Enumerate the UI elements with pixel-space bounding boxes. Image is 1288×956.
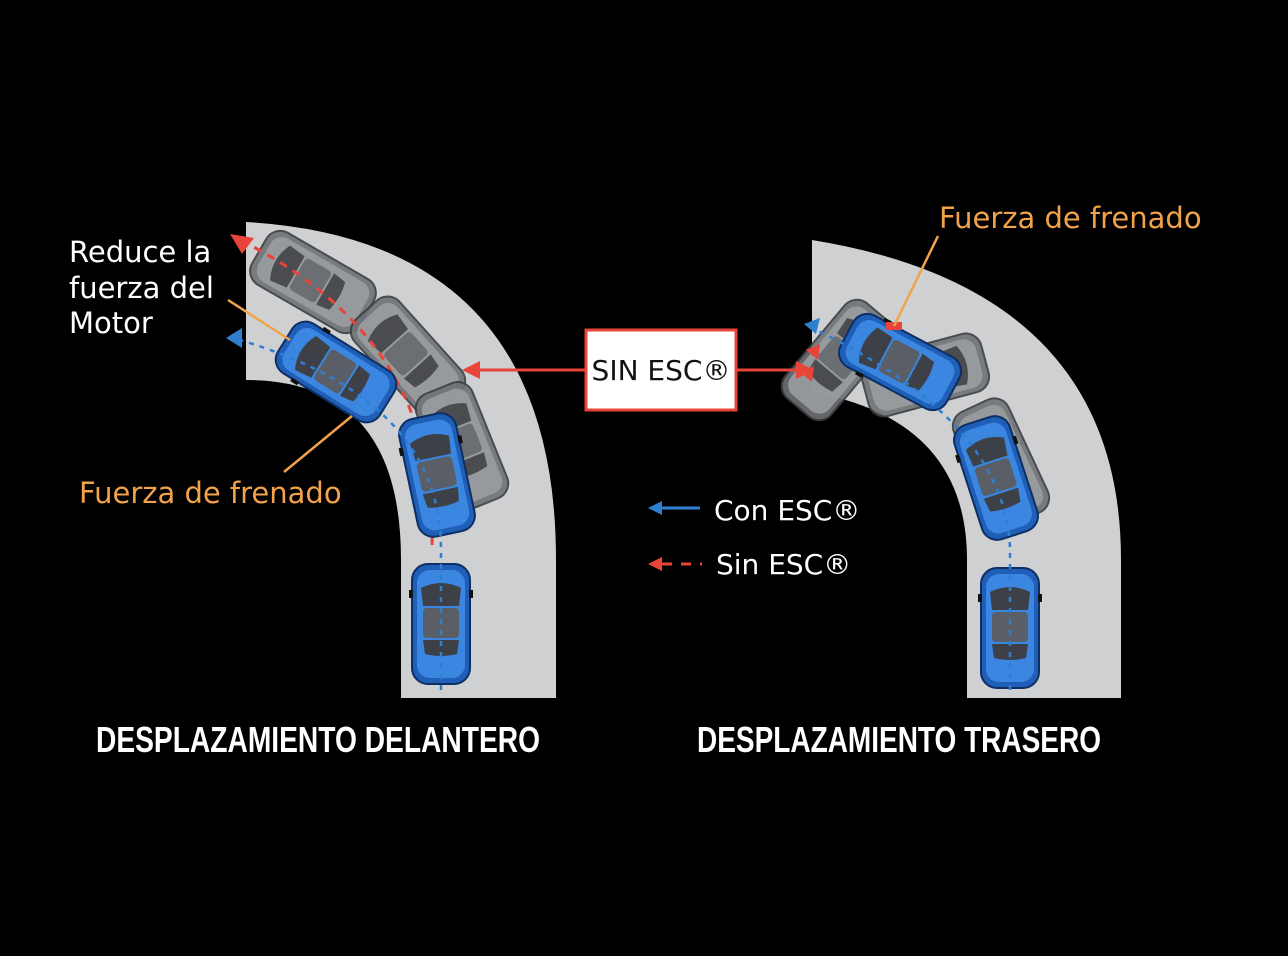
arrow-to-left-head bbox=[462, 361, 480, 379]
right-no-esc-arrowhead-1 bbox=[806, 344, 820, 360]
legend-esc-arrowhead bbox=[648, 501, 662, 515]
left-esc-path bbox=[239, 338, 443, 690]
sin-esc-box-label: SIN ESC® bbox=[592, 354, 731, 387]
braking-force-left-label: Fuerza de frenado bbox=[79, 476, 342, 510]
right-esc-path bbox=[811, 326, 1012, 690]
left-esc-arrowhead bbox=[226, 328, 242, 348]
leader-braking-right bbox=[892, 235, 940, 327]
legend-no-esc-arrowhead bbox=[648, 557, 662, 571]
right-esc-arrowhead bbox=[804, 318, 820, 334]
leader-reduce-motor bbox=[227, 298, 291, 342]
leader-braking-left bbox=[283, 415, 353, 473]
left-no-esc-path bbox=[239, 238, 434, 546]
reduce-label-line3: Motor bbox=[69, 306, 153, 340]
legend-without-esc: Sin ESC® bbox=[716, 548, 851, 581]
braking-force-right-label: Fuerza de frenado bbox=[939, 201, 1202, 235]
legend-with-esc: Con ESC® bbox=[714, 494, 860, 527]
arrow-to-right-head bbox=[796, 361, 814, 379]
sin-esc-box bbox=[584, 328, 738, 412]
left-title: DESPLAZAMIENTO DELANTERO bbox=[96, 719, 540, 760]
left-no-esc-arrowhead bbox=[230, 234, 254, 254]
reduce-label-line2: fuerza del bbox=[69, 271, 214, 305]
right-title: DESPLAZAMIENTO TRASERO bbox=[697, 719, 1101, 760]
legend: Con ESC® Sin ESC® bbox=[648, 494, 860, 581]
reduce-label-line1: Reduce la bbox=[69, 235, 211, 269]
